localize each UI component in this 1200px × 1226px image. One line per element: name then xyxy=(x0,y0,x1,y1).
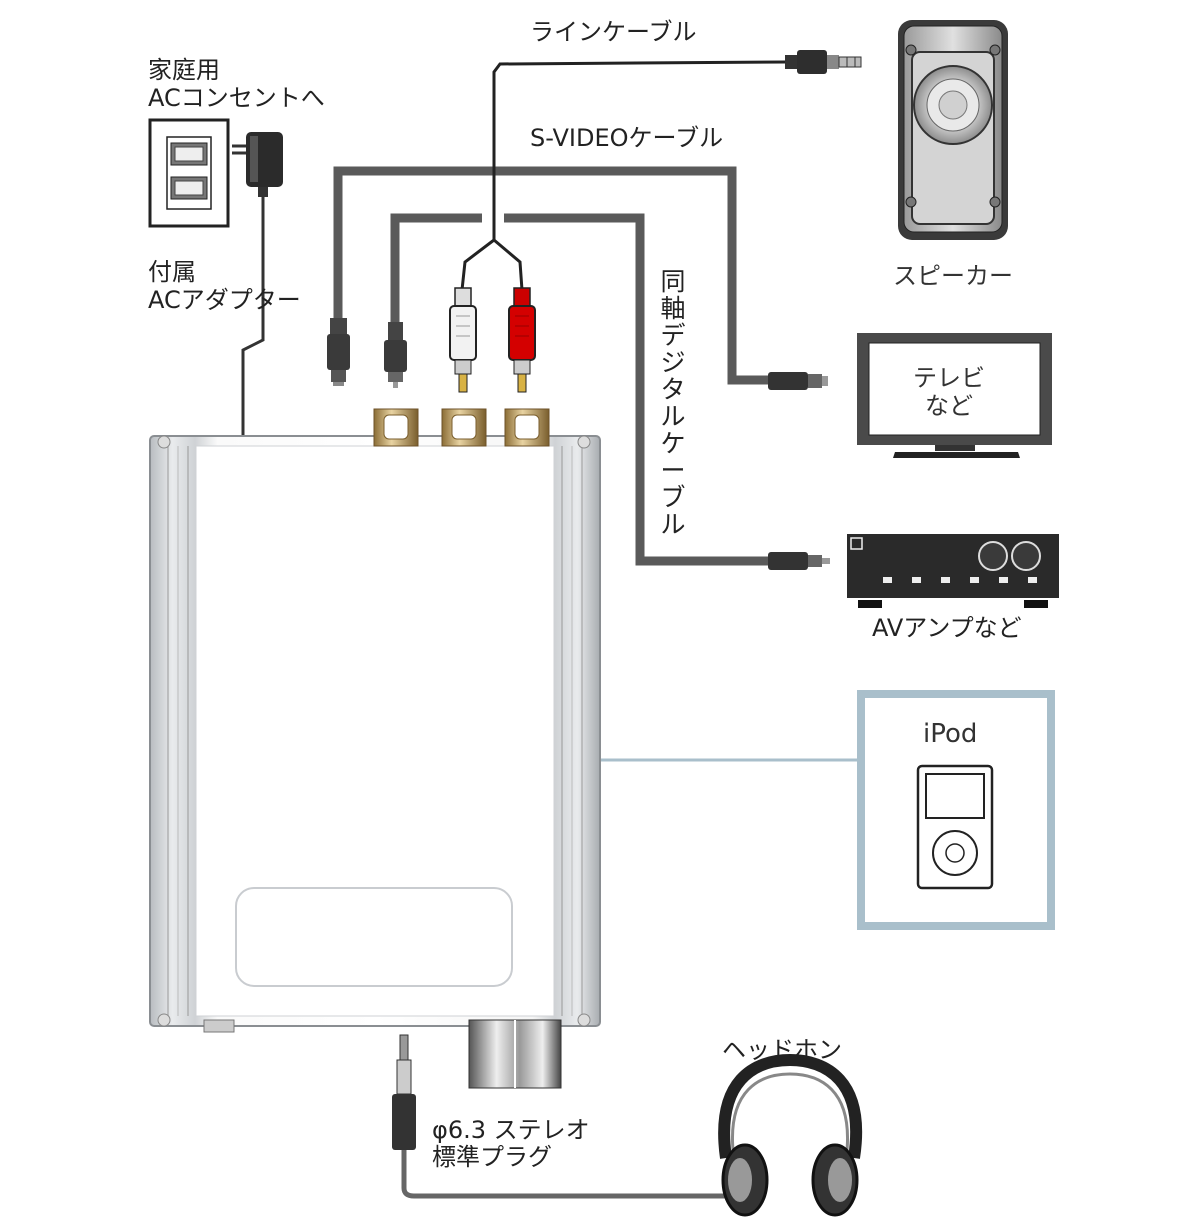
headphone-amp-unit xyxy=(149,435,601,1033)
label-plug-2: 標準プラグ xyxy=(432,1143,552,1171)
rear-jacks xyxy=(373,408,550,447)
ac-outlet xyxy=(148,118,230,228)
tv xyxy=(857,333,1052,458)
label-ipod: iPod xyxy=(923,719,978,749)
mini-plug xyxy=(785,50,862,74)
label-tv-2: など xyxy=(925,392,973,420)
rca-plug-red xyxy=(508,287,536,393)
ac-adapter xyxy=(232,132,283,442)
label-ac-outlet-1: 家庭用 xyxy=(148,56,220,84)
label-ac-adapter-2: ACアダプター xyxy=(148,286,301,314)
label-coax-cable: 同軸デジタルケーブル xyxy=(660,267,686,539)
label-ac-adapter-1: 付属 xyxy=(148,258,196,286)
label-av-amp: AVアンプなど xyxy=(872,614,1022,642)
svideo-plug-tv xyxy=(768,372,828,390)
coax-cable xyxy=(390,213,770,566)
label-ac-outlet-2: ACコンセントへ xyxy=(148,84,325,112)
label-line-cable: ラインケーブル xyxy=(530,18,697,46)
label-svideo-cable: S-VIDEOケーブル xyxy=(530,124,724,152)
svideo-plug xyxy=(327,318,350,386)
label-speaker: スピーカー xyxy=(893,262,1013,290)
line-cable xyxy=(460,60,788,291)
svideo-cable xyxy=(333,166,770,385)
label-headphone: ヘッドホン xyxy=(722,1036,842,1064)
speaker xyxy=(898,20,1008,240)
label-plug-1: φ6.3 ステレオ xyxy=(432,1116,590,1144)
coax-plug-amp xyxy=(768,552,830,570)
av-amp xyxy=(847,534,1059,608)
volume-knob xyxy=(468,1019,562,1089)
coax-plug-left xyxy=(384,322,407,388)
headphones xyxy=(718,1053,862,1217)
ipod xyxy=(857,690,1055,930)
label-tv-1: テレビ xyxy=(913,364,985,392)
rca-plug-white xyxy=(449,287,477,393)
phone-plug xyxy=(392,1034,730,1199)
